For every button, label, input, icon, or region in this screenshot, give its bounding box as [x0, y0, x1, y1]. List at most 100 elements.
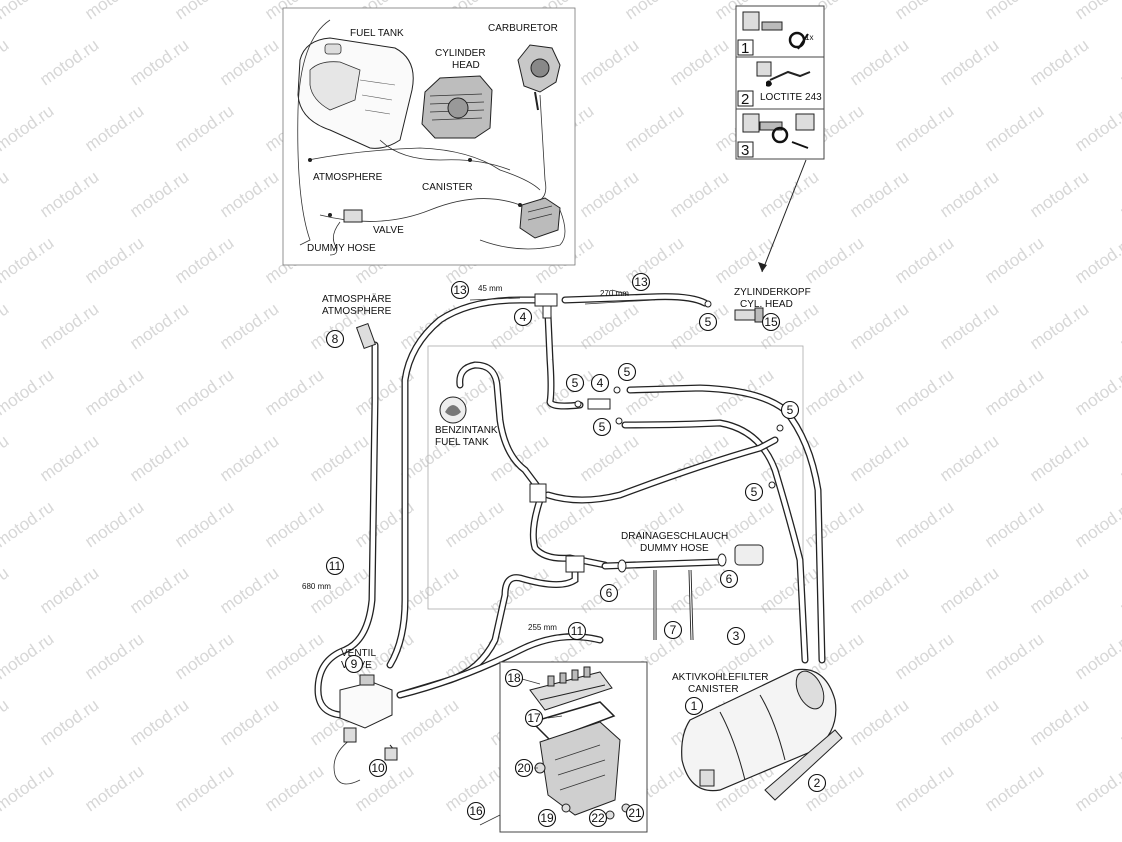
watermark-text: motod.ru: [936, 695, 1002, 749]
watermark-text: motod.ru: [0, 695, 12, 749]
callout-c5b: 5: [565, 373, 585, 393]
svg-text:2: 2: [814, 776, 821, 790]
watermark-text: motod.ru: [801, 233, 867, 287]
watermark-text: motod.ru: [171, 365, 237, 419]
watermark-text: motod.ru: [1071, 629, 1122, 683]
callout-c3: 3: [726, 626, 746, 646]
valve-part: [339, 674, 398, 761]
watermark-text: motod.ru: [1071, 233, 1122, 287]
watermark-text: motod.ru: [666, 35, 732, 89]
watermark-text: motod.ru: [1026, 167, 1092, 221]
svg-text:17: 17: [527, 711, 541, 725]
dummy-hose-end: [734, 544, 764, 566]
svg-text:4: 4: [597, 376, 604, 390]
callout-c4a: 4: [513, 307, 533, 327]
watermark-text: motod.ru: [891, 761, 957, 815]
callout-c5d: 5: [592, 417, 612, 437]
label-head: HEAD: [452, 60, 480, 71]
callout-layer: 13 13 4 5 15 8 5 4 5 5 5 5 11 6 6 7 3 11…: [325, 272, 827, 828]
watermark-text: motod.ru: [981, 761, 1047, 815]
svg-text:5: 5: [624, 365, 631, 379]
watermark-text: motod.ru: [261, 497, 327, 551]
watermark-text: motod.ru: [1026, 299, 1092, 353]
watermark-text: motod.ru: [36, 299, 102, 353]
label-canister-de: AKTIVKOHLEFILTER: [672, 672, 769, 683]
watermark-text: motod.ru: [0, 563, 12, 617]
step-3: 3: [737, 113, 815, 159]
label-cyl-head-de: ZYLINDERKOPF: [734, 287, 811, 298]
overview-cylinder-head-drawing: [421, 75, 493, 139]
watermark-text: motod.ru: [576, 35, 642, 89]
svg-text:21: 21: [628, 806, 642, 820]
watermark-text: motod.ru: [981, 233, 1047, 287]
svg-text:13: 13: [453, 283, 467, 297]
callout-c21: 21: [625, 803, 645, 823]
label-fuel-tank-de: BENZINTANK: [435, 425, 498, 436]
length-255mm: 255 mm: [528, 623, 557, 632]
watermark-text: motod.ru: [36, 431, 102, 485]
watermark-text: motod.ru: [981, 365, 1047, 419]
watermark-text: motod.ru: [441, 497, 507, 551]
watermark-text: motod.ru: [81, 0, 147, 23]
canister-bracket: [764, 729, 843, 801]
length-45mm: 45 mm: [478, 284, 503, 293]
overview-carburetor-drawing: [517, 44, 561, 111]
watermark-text: motod.ru: [891, 101, 957, 155]
label-fuel-tank-en: FUEL TANK: [435, 437, 489, 448]
watermark-text: motod.ru: [261, 365, 327, 419]
t-piece-upper: [534, 293, 558, 307]
steps-panel: 1 1x 2 LOCTITE 243 3: [735, 5, 825, 160]
watermark-text: motod.ru: [171, 233, 237, 287]
svg-text:7: 7: [670, 623, 677, 637]
label-canister-en: CANISTER: [688, 684, 739, 695]
length-270mm: 270 mm: [600, 289, 629, 298]
watermark-text: motod.ru: [1071, 0, 1122, 23]
watermark-text: motod.ru: [171, 761, 237, 815]
cyl-head-fitting: [734, 309, 758, 321]
watermark-text: motod.ru: [0, 167, 12, 221]
watermark-text: motod.ru: [666, 167, 732, 221]
svg-text:5: 5: [572, 376, 579, 390]
watermark-text: motod.ru: [576, 299, 642, 353]
callout-c4b: 4: [590, 373, 610, 393]
watermark-text: motod.ru: [936, 35, 1002, 89]
callout-c6a: 6: [599, 583, 619, 603]
svg-text:18: 18: [507, 671, 521, 685]
watermark-text: motod.ru: [306, 431, 372, 485]
watermark-text: motod.ru: [171, 0, 237, 23]
svg-text:1: 1: [691, 699, 698, 713]
watermark-text: motod.ru: [0, 497, 57, 551]
watermark-text: motod.ru: [81, 365, 147, 419]
label-atmosphere-de: ATMOSPHÄRE: [322, 293, 392, 305]
watermark-text: motod.ru: [261, 761, 327, 815]
watermark-text: motod.ru: [81, 761, 147, 815]
svg-text:4: 4: [520, 310, 527, 324]
fuel-tank-icon: [439, 396, 467, 424]
t-piece-lower: [565, 555, 585, 573]
leader-lines: [469, 289, 656, 830]
carburetor-cover-detail: [499, 661, 648, 833]
watermark-text: motod.ru: [1026, 563, 1092, 617]
svg-text:9: 9: [351, 657, 358, 671]
callout-c15: 15: [761, 312, 781, 332]
watermark-text: motod.ru: [36, 563, 102, 617]
watermark-text: motod.ru: [126, 299, 192, 353]
watermark-text: motod.ru: [1116, 563, 1122, 617]
watermark-text: motod.ru: [216, 431, 282, 485]
watermark-text: motod.ru: [666, 299, 732, 353]
svg-text:10: 10: [371, 761, 385, 775]
steps-pointer-line: [761, 159, 807, 273]
overview-panel: FUEL TANK CYLINDER HEAD CARBURETOR ATMOS…: [282, 7, 576, 266]
callout-c6b: 6: [719, 569, 739, 589]
watermark-text: motod.ru: [36, 35, 102, 89]
overview-fuel-tank-drawing: [297, 37, 414, 149]
watermark-text: motod.ru: [486, 431, 552, 485]
overview-canister-drawing: [519, 197, 561, 239]
watermark-text: motod.ru: [126, 563, 192, 617]
watermark-text: motod.ru: [36, 695, 102, 749]
atmosphere-fitting: [355, 322, 377, 350]
connectors: [355, 293, 784, 641]
canister-part: [681, 668, 843, 801]
label-dummy-hose-de: DRAINAGESCHLAUCH: [621, 531, 728, 542]
watermark-text: motod.ru: [936, 431, 1002, 485]
